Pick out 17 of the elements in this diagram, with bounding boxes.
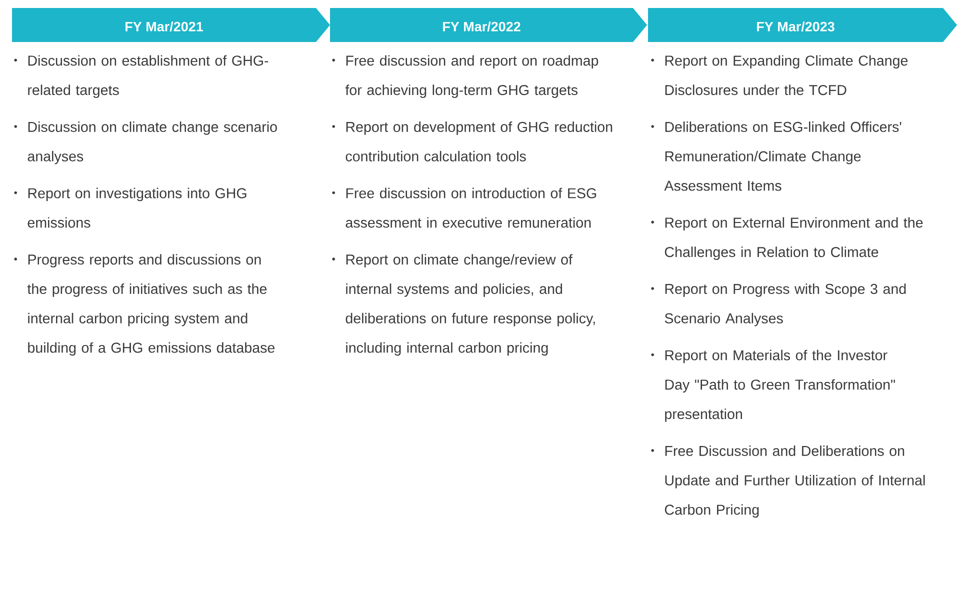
bullet-item: Report on climate change/review of internal systems and policies, and deliberations on future response policy, including internal carbon pricing — [332, 254, 595, 356]
chevron-header: FY Mar/2023 — [648, 8, 957, 42]
bullet-item: Report on development of GHG reduction contribution calculation tools — [332, 122, 612, 162]
bullet-item: Report on investigations into GHG emissions — [14, 188, 246, 228]
bullet-item: Deliberations on ESG-linked Officers' Remuneration/Climate Change Assessment Items — [651, 122, 902, 191]
bullet-item: Free discussion and report on roadmap for achieving long-term GHG targets — [332, 55, 598, 98]
bullet-item: Report on Progress with Scope 3 and Scenario Analyses — [651, 284, 906, 326]
bullet-item: Discussion on establishment of GHG-related targets — [14, 55, 268, 98]
chevron-header: FY Mar/2022 — [330, 8, 647, 42]
bullet-item: Progress reports and discussions on the progress of initiatives such as the internal carbon pricing system and building of a GHG emissions database — [14, 254, 275, 356]
bullet-item: Report on External Environment and the Challenges in Relation to Climate — [651, 217, 923, 260]
chevron-header: FY Mar/2021 — [12, 8, 330, 42]
bullet-item: Free Discussion and Deliberations on Update and Further Utilization of Internal Carbon Pricing — [651, 446, 925, 518]
bullet-item: Report on Materials of the Investor Day "Path to Green Transformation" presentation — [651, 350, 895, 422]
bullet-item: Free discussion on introduction of ESG assessment in executive remuneration — [332, 188, 596, 228]
bullet-item: Report on Expanding Climate Change Disclosures under the TCFD — [651, 55, 908, 96]
bullet-item: Discussion on climate change scenario analyses — [14, 122, 277, 164]
